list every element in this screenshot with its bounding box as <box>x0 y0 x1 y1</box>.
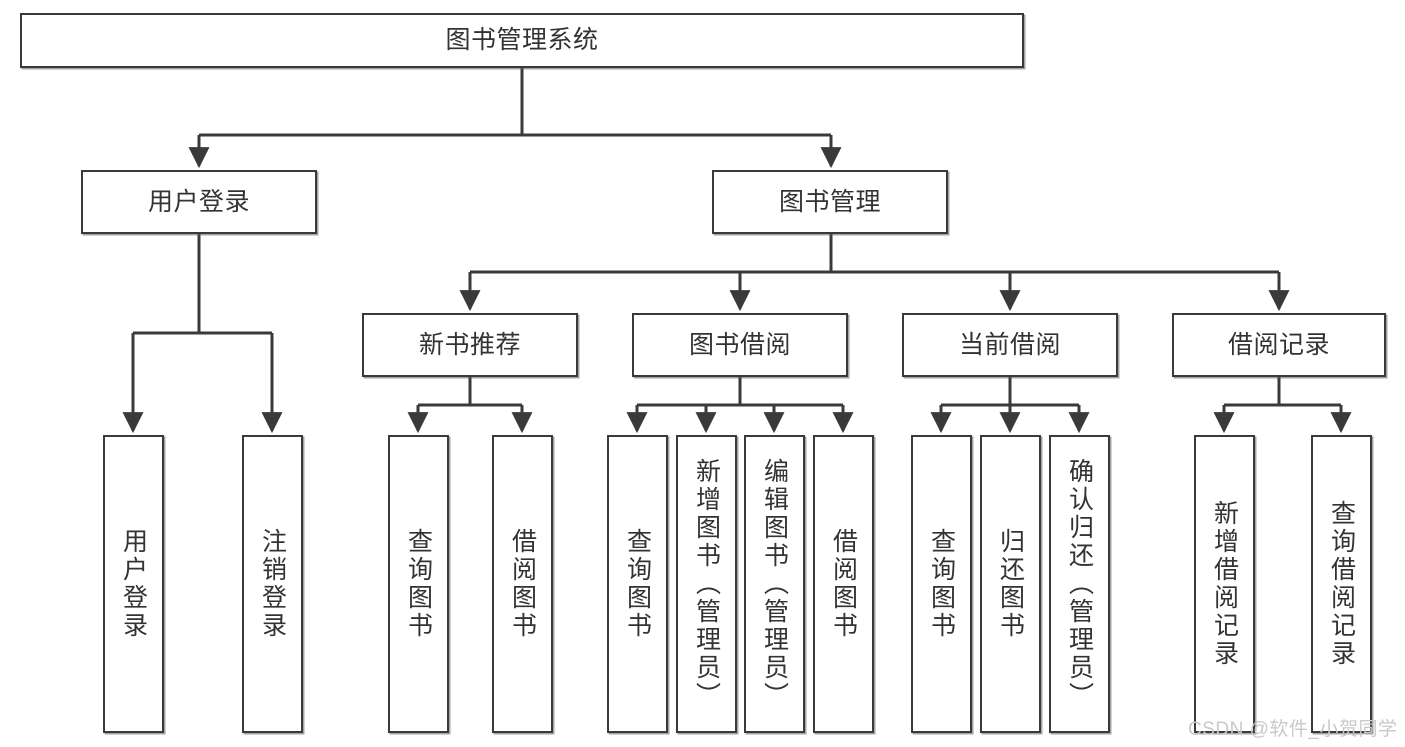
node-new-book-recommend[interactable]: 新书推荐 <box>362 313 578 377</box>
node-user-login[interactable]: 用户登录 <box>81 170 317 234</box>
node-label: 新书推荐 <box>418 330 521 359</box>
node-root-book-management-system[interactable]: 图书管理系统 <box>20 13 1024 68</box>
leaf-edit-book-admin[interactable]: 编辑图书（管理员） <box>744 435 805 733</box>
node-label: 借阅图书 <box>508 528 537 640</box>
leaf-query-book-new-recommend[interactable]: 查询图书 <box>388 435 449 733</box>
leaf-confirm-return-admin[interactable]: 确认归还（管理员） <box>1049 435 1110 733</box>
leaf-query-book-current[interactable]: 查询图书 <box>911 435 972 733</box>
leaf-logout-login[interactable]: 注销登录 <box>242 435 303 733</box>
node-label: 借阅图书 <box>829 528 858 640</box>
node-label: 归还图书 <box>996 528 1025 640</box>
node-label: 图书管理系统 <box>445 26 599 55</box>
leaf-query-book-borrow[interactable]: 查询图书 <box>607 435 668 733</box>
node-label: 查询图书 <box>404 528 433 640</box>
node-label: 确认归还（管理员） <box>1065 458 1094 710</box>
node-label: 图书管理 <box>778 187 881 216</box>
node-current-borrow[interactable]: 当前借阅 <box>902 313 1118 377</box>
node-borrow-record[interactable]: 借阅记录 <box>1172 313 1386 377</box>
node-label: 借阅记录 <box>1227 330 1330 359</box>
node-label: 查询图书 <box>623 528 652 640</box>
node-label: 编辑图书（管理员） <box>760 458 789 710</box>
node-label: 新增借阅记录 <box>1210 500 1239 668</box>
leaf-borrow-book-new-recommend[interactable]: 借阅图书 <box>492 435 553 733</box>
node-label: 用户登录 <box>119 528 148 640</box>
leaf-return-book[interactable]: 归还图书 <box>980 435 1041 733</box>
node-book-borrow[interactable]: 图书借阅 <box>632 313 848 377</box>
leaf-borrow-book[interactable]: 借阅图书 <box>813 435 874 733</box>
leaf-add-book-admin[interactable]: 新增图书（管理员） <box>676 435 737 733</box>
leaf-user-login[interactable]: 用户登录 <box>103 435 164 733</box>
node-label: 注销登录 <box>258 528 287 640</box>
leaf-query-borrow-record[interactable]: 查询借阅记录 <box>1311 435 1372 733</box>
node-label: 图书借阅 <box>688 330 791 359</box>
node-label: 查询图书 <box>927 528 956 640</box>
node-label: 新增图书（管理员） <box>692 458 721 710</box>
node-label: 当前借阅 <box>958 330 1061 359</box>
node-book-management[interactable]: 图书管理 <box>712 170 948 234</box>
leaf-add-borrow-record[interactable]: 新增借阅记录 <box>1194 435 1255 733</box>
watermark-text: CSDN @软件_小贺同学 <box>1188 719 1398 740</box>
node-label: 查询借阅记录 <box>1327 500 1356 668</box>
node-label: 用户登录 <box>147 187 250 216</box>
